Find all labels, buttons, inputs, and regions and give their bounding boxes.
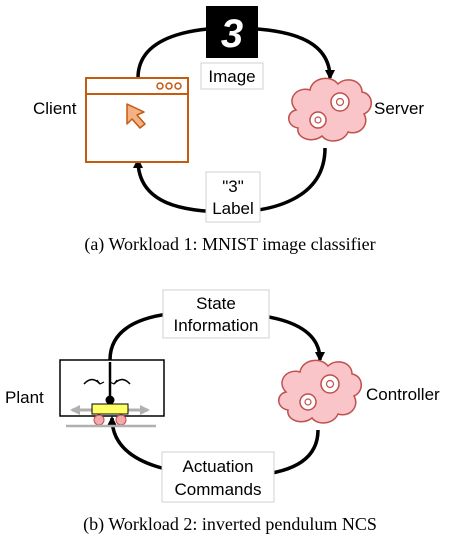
controller-label: Controller: [366, 385, 440, 404]
mnist-digit: 3: [221, 12, 243, 56]
return-label-box: [205, 171, 261, 223]
caption-a: (a) Workload 1: MNIST image classifier: [84, 234, 375, 255]
client-window-icon: [85, 77, 189, 163]
figure-a: 3 Image Client Server "3" Label (a) Work: [33, 6, 424, 255]
mnist-digit-image: 3: [206, 6, 258, 58]
client-label: Client: [33, 99, 77, 118]
cursor-icon: [126, 103, 146, 129]
return-label-value: "3": [222, 177, 244, 196]
state-info-box: [162, 289, 270, 339]
actuation-box: [161, 451, 275, 503]
state-info-line1: State: [196, 294, 236, 313]
controller-cloud-icon: [278, 359, 362, 424]
image-label-box: [200, 62, 264, 90]
caption-b: (b) Workload 2: inverted pendulum NCS: [83, 514, 377, 535]
plant-label: Plant: [5, 388, 44, 407]
state-info-line2: Information: [173, 316, 258, 335]
actuation-line2: Commands: [175, 480, 262, 499]
return-label-text: Label: [212, 199, 254, 218]
inverted-pendulum-icon: [59, 359, 165, 428]
figure-b: State Information Plant Contro: [5, 289, 440, 535]
image-label: Image: [208, 67, 255, 86]
actuation-line1: Actuation: [183, 457, 254, 476]
server-label: Server: [374, 99, 424, 118]
server-cloud-icon: [288, 77, 372, 142]
